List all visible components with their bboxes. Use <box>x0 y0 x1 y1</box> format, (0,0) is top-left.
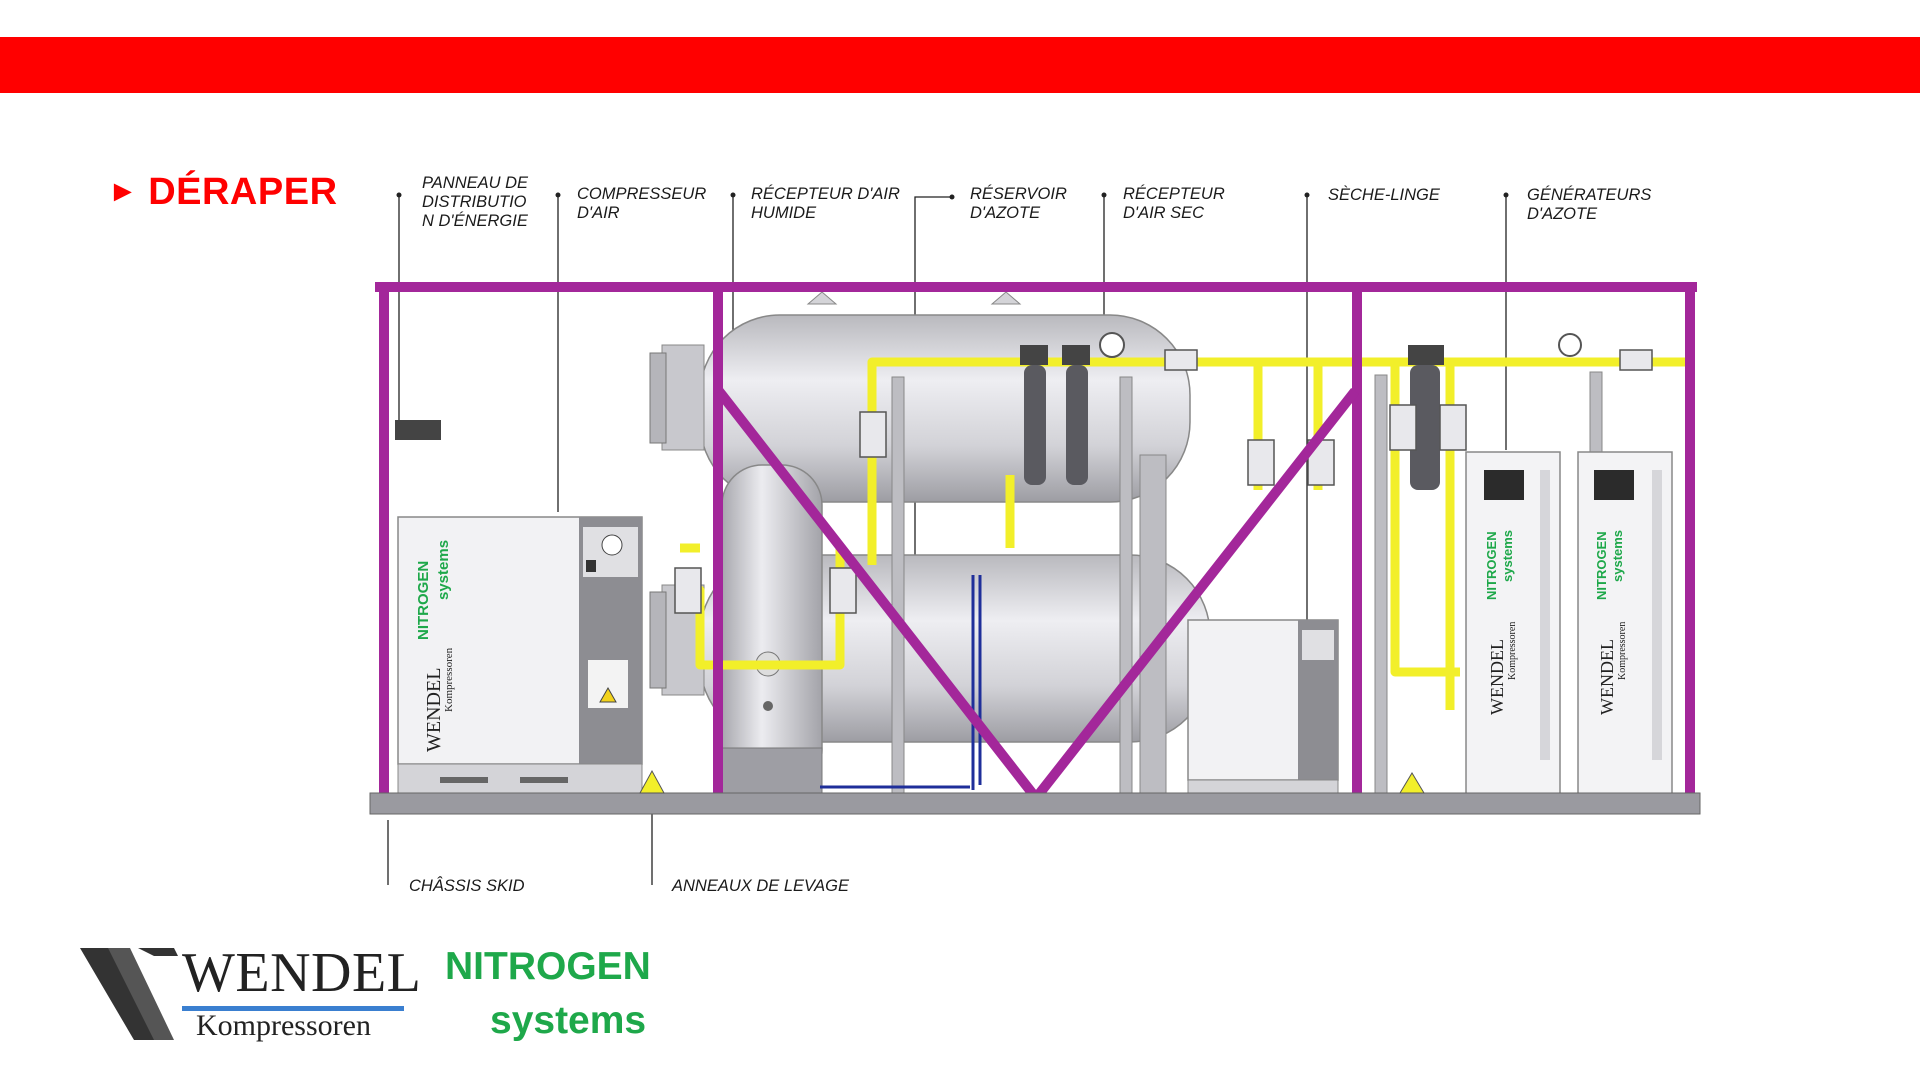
generator2-nitrogen-label: NITROGEN <box>1594 531 1609 600</box>
generator1-kompressoren-label: Kompressoren <box>1507 622 1518 680</box>
compressor-nitrogen-label: NITROGEN <box>415 561 432 640</box>
footer-brand-nitrogen: NITROGEN <box>445 945 651 988</box>
callout-recepteur-sec: RÉCEPTEUR D'AIR SEC <box>1123 185 1225 222</box>
wet-air-receiver <box>721 464 823 795</box>
triangle-arrow-icon: ► <box>108 175 139 208</box>
generator2-wendel-label: WENDEL <box>1597 639 1617 715</box>
generator2-systems-label: systems <box>1610 530 1625 582</box>
generator1-wendel-label: WENDEL <box>1487 639 1507 715</box>
air-compressor <box>397 516 643 795</box>
callout-seche-linge: SÈCHE-LINGE <box>1328 186 1440 204</box>
page-title-text: DÉRAPER <box>148 171 338 213</box>
callout-panneau: PANNEAU DE DISTRIBUTIO N D'ÉNERGIE <box>422 174 529 230</box>
skid-base <box>369 769 1701 815</box>
top-red-banner <box>0 37 1920 93</box>
callout-generateurs: GÉNÉRATEURS D'AZOTE <box>1527 186 1652 223</box>
compressor-wendel-label: WENDEL <box>423 668 445 752</box>
generator1-systems-label: systems <box>1500 530 1515 582</box>
footer-brand-wendel: WENDEL <box>182 942 422 1004</box>
generator1-nitrogen-label: NITROGEN <box>1484 531 1499 600</box>
callout-recepteur-humide: RÉCEPTEUR D'AIR HUMIDE <box>751 185 900 222</box>
callout-anneaux: ANNEAUX DE LEVAGE <box>672 877 849 895</box>
power-panel <box>395 420 441 440</box>
wendel-w-logo <box>80 948 404 1040</box>
nitrogen-generators <box>1465 451 1673 796</box>
compressor-systems-label: systems <box>435 540 452 600</box>
dryer <box>1187 619 1339 796</box>
callout-compresseur: COMPRESSEUR D'AIR <box>577 185 707 222</box>
footer-brand-systems: systems <box>490 999 647 1042</box>
compressor-kompressoren-label: Kompressoren <box>443 647 455 712</box>
footer-brand-kompressoren: Kompressoren <box>196 1009 371 1042</box>
filters <box>1020 332 1582 490</box>
callout-chassis: CHÂSSIS SKID <box>409 877 525 895</box>
page-title: ► DÉRAPER <box>108 171 338 214</box>
callout-reservoir-azote: RÉSERVOIR D'AZOTE <box>970 185 1067 222</box>
generator2-kompressoren-label: Kompressoren <box>1617 622 1628 680</box>
